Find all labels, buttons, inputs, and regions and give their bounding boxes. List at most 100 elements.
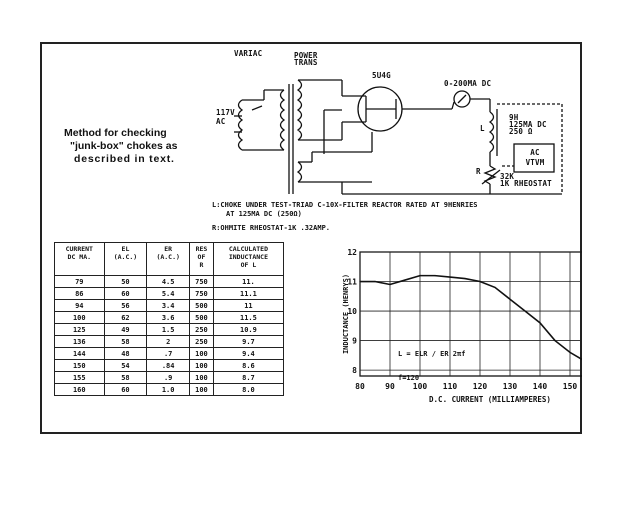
choke-spec-label: 9H 125MA DC 250 Ω <box>509 113 547 136</box>
col-header-el: EL(A.C.) <box>103 242 148 276</box>
y-axis-label: INDUCTANCE (HENRYS) <box>342 274 350 354</box>
rheostat-spec-label: 32K 1K RHEOSTAT <box>500 172 552 188</box>
label-line: AC <box>216 117 226 126</box>
data-point <box>569 351 571 353</box>
label-line: 1K RHEOSTAT <box>500 179 552 188</box>
table-cell: 9.7 <box>212 335 285 348</box>
variac-coil <box>237 99 264 151</box>
vtvm-box <box>513 143 555 173</box>
table-cell: 3.4 <box>146 299 191 312</box>
table-cell: 160 <box>54 383 105 396</box>
table-cell: 1.5 <box>146 323 191 336</box>
caption: Method for checking "junk-box" chokes as… <box>64 127 177 166</box>
table-cell: 11. <box>212 275 285 288</box>
choke-ref-label: L <box>480 124 485 133</box>
data-point <box>389 283 391 286</box>
table-cell: .9 <box>146 371 191 384</box>
table-cell: 8.0 <box>212 383 285 396</box>
table-cell: 8.6 <box>212 359 285 372</box>
table-cell: 100 <box>189 371 214 384</box>
table-cell: 58 <box>103 371 148 384</box>
data-point <box>494 286 496 289</box>
x-axis-label: D.C. CURRENT (MILLIAMPERES) <box>429 395 551 404</box>
power-trans-label: POWER TRANS <box>294 52 318 67</box>
table-cell: 54 <box>103 359 148 372</box>
table-cell: 60 <box>103 287 148 300</box>
milliammeter <box>451 90 491 112</box>
table-cell: 8.7 <box>212 371 285 384</box>
table-cell: 56 <box>103 299 148 312</box>
x-tick-label: 80 <box>355 382 365 391</box>
table-cell: 94 <box>54 299 105 312</box>
table-cell: .84 <box>146 359 191 372</box>
y-tick-label: 8 <box>352 366 357 375</box>
plot-frame <box>359 251 582 377</box>
x-tick-label: 150 <box>563 382 578 391</box>
table-cell: 500 <box>189 311 214 324</box>
table-cell: 500 <box>189 299 214 312</box>
header-line: OF L <box>240 261 257 269</box>
table-cell: 3.6 <box>146 311 191 324</box>
label-line: 32K <box>500 172 515 181</box>
inductance-chart: 809010011012013014015016089101112D.C. CU… <box>342 248 582 404</box>
label-line: VTVM <box>525 158 545 167</box>
x-tick-label: 90 <box>385 382 395 391</box>
caption-line: Method for checking <box>64 127 167 139</box>
note-choke-rating: AT 125MA DC (250Ω) <box>226 210 302 218</box>
data-point <box>479 280 481 283</box>
y-tick-label: 11 <box>347 278 357 287</box>
table-cell: 750 <box>189 287 214 300</box>
circuit-schematic <box>234 79 563 195</box>
header-line: CURRENT <box>65 245 93 253</box>
table-cell: 48 <box>103 347 148 360</box>
data-point <box>449 276 451 278</box>
power-transformer <box>263 79 372 194</box>
header-line: INDUCTANCE <box>228 253 268 261</box>
x-tick-label: 130 <box>503 382 518 391</box>
header-line: OF <box>197 253 206 261</box>
table-cell: 86 <box>54 287 105 300</box>
vtvm-label: AC VTVM <box>520 148 550 168</box>
y-tick-label: 10 <box>347 307 357 316</box>
header-line: EL <box>121 245 130 253</box>
caption-line: "junk-box" chokes as <box>70 140 178 152</box>
table-cell: 144 <box>54 347 105 360</box>
table-cell: 11.1 <box>212 287 285 300</box>
ac-input-label: 117V AC <box>216 108 235 126</box>
label-line: AC <box>530 148 540 157</box>
x-tick-label: 100 <box>413 382 428 391</box>
col-header-er: ER(A.C.) <box>146 242 191 276</box>
table-cell: 11 <box>212 299 285 312</box>
data-point <box>539 322 541 324</box>
data-point <box>554 339 556 342</box>
label-line: 9H <box>509 113 519 122</box>
tube-label: 5U4G <box>372 71 391 80</box>
data-point <box>359 280 361 283</box>
note-rheostat: R:OHMITE RHEOSTAT-1K .32AMP. <box>212 224 331 232</box>
figure-frame: Method for checking "junk-box" chokes as… <box>40 42 582 434</box>
table-cell: 136 <box>54 335 105 348</box>
header-line: R <box>199 261 204 269</box>
data-point <box>404 279 406 281</box>
table-cell: 5.4 <box>146 287 191 300</box>
data-point <box>524 310 526 312</box>
table-cell: 750 <box>189 275 214 288</box>
x-tick-label: 120 <box>473 382 488 391</box>
table-cell: 60 <box>103 383 148 396</box>
table-cell: .7 <box>146 347 191 360</box>
variac-label: VARIAC <box>234 49 263 58</box>
x-tick-label: 140 <box>533 382 548 391</box>
x-tick-label: 110 <box>443 382 458 391</box>
table-cell: 49 <box>103 323 148 336</box>
